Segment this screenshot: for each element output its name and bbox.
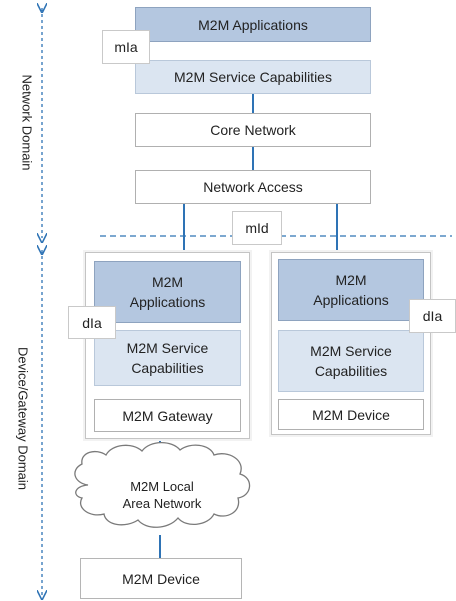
device-m2m-applications: M2M Applications [278, 259, 424, 321]
m2m-gateway-box: M2M Gateway [94, 399, 241, 432]
device-sc-line1: M2M Service [310, 343, 392, 359]
gateway-dia-interface-label: dIa [68, 306, 116, 339]
lan-line1: M2M Local [130, 479, 194, 494]
device-apps-line2: Applications [313, 292, 389, 308]
network-m2m-applications: M2M Applications [135, 7, 371, 42]
gateway-sc-line2: Capabilities [131, 360, 204, 376]
device-apps-line1: M2M [335, 272, 367, 288]
gateway-sc-line1: M2M Service [126, 340, 209, 356]
network-m2m-service-capabilities: M2M Service Capabilities [135, 60, 371, 94]
local-device-container [80, 558, 242, 599]
core-network-box: Core Network [135, 113, 371, 147]
mia-interface-label: mIa [102, 30, 150, 64]
local-m2m-device-box: M2M Device [122, 570, 200, 587]
network-access-box: Network Access [135, 170, 371, 204]
device-gateway-domain-label: Device/Gateway Domain [15, 346, 31, 491]
local-area-network-cloud: M2M Local Area Network [92, 478, 232, 512]
m2m-device-box: M2M Device [278, 399, 424, 430]
device-sc-line2: Capabilities [314, 363, 388, 379]
gateway-apps-line1: M2M [151, 274, 184, 290]
mid-interface-label: mId [232, 211, 282, 245]
device-service-capabilities: M2M Service Capabilities [278, 330, 424, 392]
gateway-service-capabilities: M2M Service Capabilities [94, 330, 241, 386]
lan-cloud-shape [74, 441, 251, 528]
lan-line2: Area Network [122, 496, 202, 511]
device-dia-interface-label: dIa [409, 299, 456, 333]
gateway-m2m-applications: M2M Applications [94, 261, 241, 323]
gateway-apps-line2: Applications [129, 294, 206, 310]
network-domain-label: Network Domain [19, 74, 35, 171]
